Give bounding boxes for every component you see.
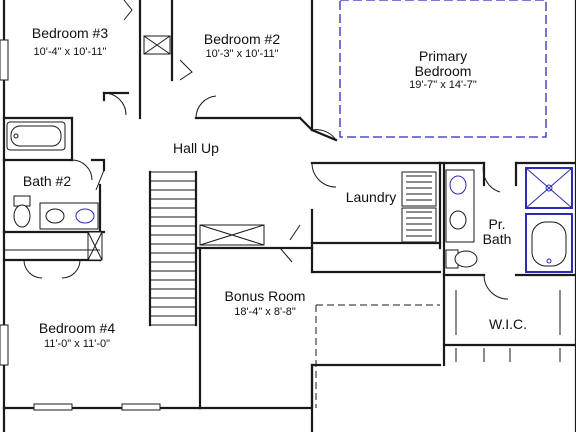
closets bbox=[4, 35, 265, 261]
ceiling-lines bbox=[311, 0, 547, 432]
bedroom3-label: Bedroom #3 bbox=[32, 25, 108, 41]
primary-bath-label-2: Bath bbox=[483, 231, 512, 247]
bedroom2-dims: 10'-3" x 10'-11" bbox=[206, 48, 279, 60]
windows bbox=[0, 39, 161, 411]
bedroom3-dims: 10'-4" x 10'-11" bbox=[34, 46, 107, 58]
primary-bedroom-dims: 19'-7" x 14'-7" bbox=[409, 79, 477, 91]
bathtub-bath2 bbox=[6, 121, 66, 151]
room-labels: Bedroom #3 10'-4" x 10'-11" Bedroom #2 1… bbox=[23, 25, 527, 350]
hall-up-label: Hall Up bbox=[173, 140, 219, 156]
laundry-label: Laundry bbox=[346, 189, 397, 205]
doors bbox=[23, 0, 509, 300]
wic-label: W.I.C. bbox=[489, 316, 527, 332]
vanity-primary-bath bbox=[445, 169, 475, 243]
bonus-room-dims: 18'-4" x 8'-8" bbox=[234, 306, 296, 318]
toilet-bath2 bbox=[13, 195, 31, 228]
primary-bedroom-label-1: Primary bbox=[419, 48, 467, 64]
bath2-label: Bath #2 bbox=[23, 173, 71, 189]
bonus-room-label: Bonus Room bbox=[225, 288, 306, 304]
vanity-bath2 bbox=[39, 202, 99, 230]
bedroom4-dims: 11'-0" x 11'-0" bbox=[44, 338, 110, 350]
bedroom2-label: Bedroom #2 bbox=[204, 31, 280, 47]
bedroom4-label: Bedroom #4 bbox=[39, 320, 115, 336]
shower-primary-bath bbox=[525, 167, 573, 209]
primary-bath-label-1: Pr. bbox=[488, 216, 505, 232]
staircase bbox=[149, 171, 197, 326]
bathtub-primary bbox=[525, 213, 573, 273]
washer-dryer bbox=[401, 171, 437, 243]
toilet-primary-bath bbox=[445, 249, 478, 269]
wic-shelving bbox=[455, 290, 561, 362]
primary-bedroom-label-2: Bedroom bbox=[415, 63, 472, 79]
